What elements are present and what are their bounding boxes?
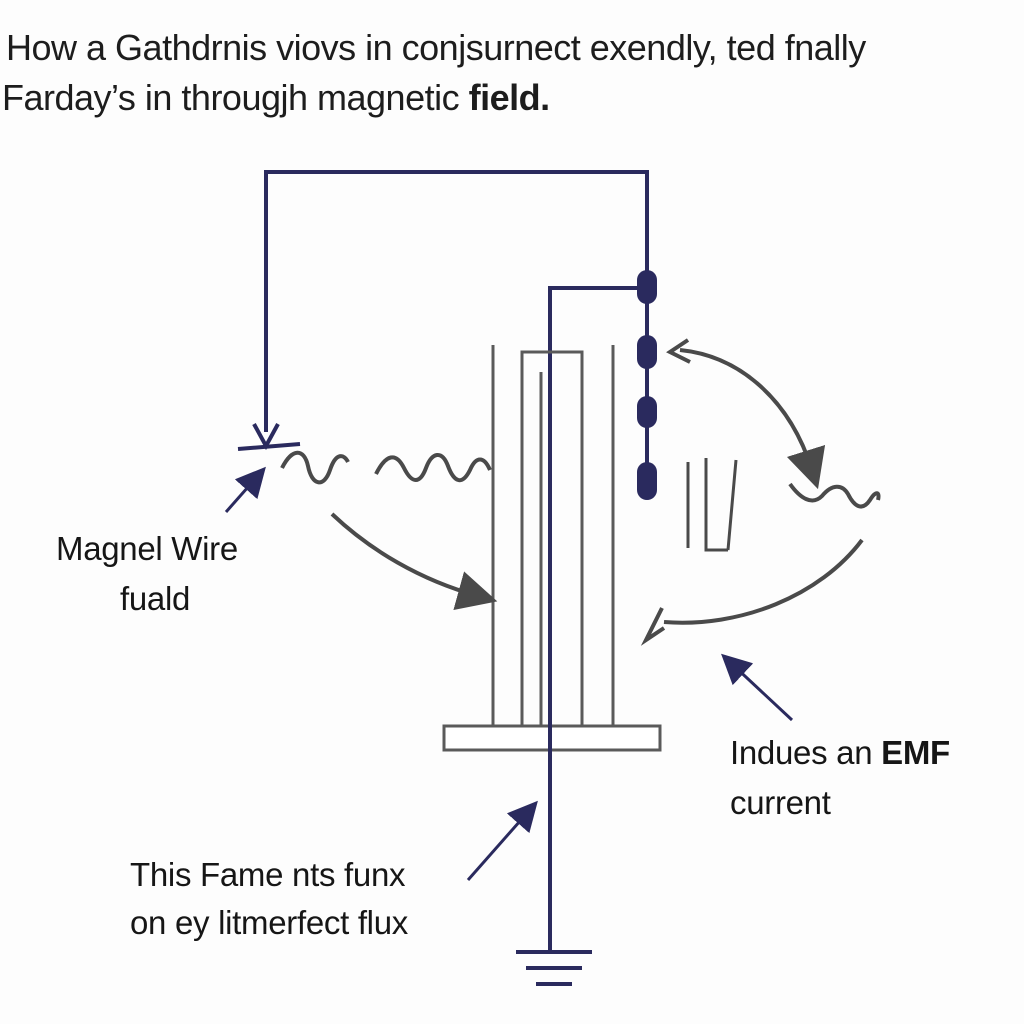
coil-wave-left-1: [280, 450, 350, 485]
field-arrow-left: [330, 512, 498, 610]
circuit-wire: [264, 170, 649, 488]
coil-wave-right: [788, 482, 881, 509]
induces-label-line-2: current: [730, 784, 831, 821]
induces-label-text: Indues an: [730, 734, 882, 771]
title-line-1: How a Gathdrnis viovs in conjsurnect exe…: [6, 27, 866, 68]
ground-icon: [516, 950, 592, 986]
magnet-wire-label-line-1: Magnel Wire: [56, 530, 238, 567]
field-arrow-upper-right-tail: [666, 338, 691, 364]
emf-pointer: [721, 653, 794, 722]
field-arrow-lower-right: [663, 538, 864, 625]
field-arrow-upper-right: [679, 348, 826, 490]
emf-bold-text: EMF: [881, 734, 950, 771]
title-line-2-text: Farday’s in througjh magnetic: [2, 77, 469, 118]
magnet-body: [491, 345, 615, 728]
frame-label-line-2: on ey litmerfect flux: [130, 904, 408, 941]
inner-wire: [548, 286, 647, 440]
frame-label-line-1: This Fame nts funx: [130, 856, 406, 893]
contact-2: [637, 335, 657, 369]
contact-3: [637, 396, 657, 428]
contact-1: [637, 270, 657, 304]
frame-pointer: [466, 800, 538, 881]
coil-wave-left-2: [374, 453, 492, 482]
title-line-2-bold: field.: [468, 77, 551, 118]
magnet-wire-label-line-2: fuald: [120, 580, 191, 617]
induces-label-line-1: Indues an EMF: [730, 736, 950, 769]
wire-terminal-bar: [237, 442, 301, 451]
title-line-2: Farday’s in througjh magnetic field.: [2, 80, 550, 116]
field-arrow-lower-right-head: [640, 607, 666, 646]
magnet-wire-pointer: [224, 466, 266, 513]
contact-4: [637, 462, 657, 500]
small-magnet-bar: [686, 458, 738, 552]
